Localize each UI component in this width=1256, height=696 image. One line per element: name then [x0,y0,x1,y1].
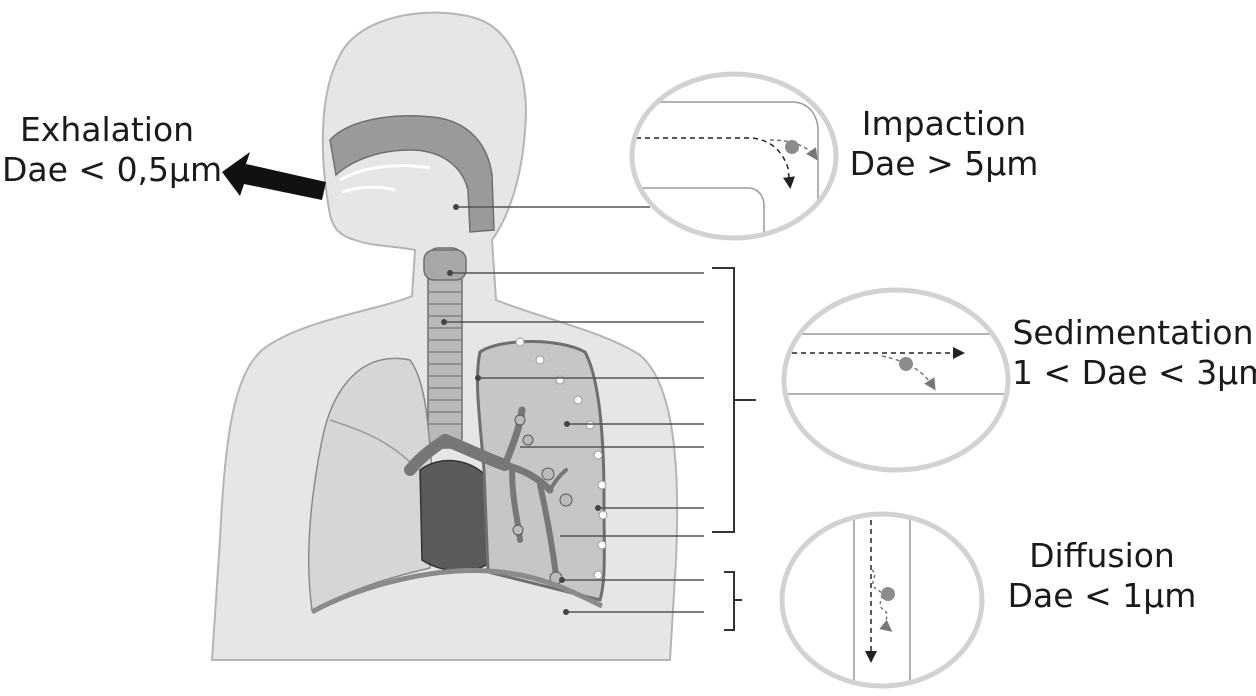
diffusion-condition: Dae < 1µm [1004,576,1200,616]
impaction-inset [632,74,836,240]
bracket-sedimentation [712,268,756,532]
diffusion-inset [782,512,982,690]
impaction-label: Impaction Dae > 5µm [846,104,1042,184]
sedimentation-label: Sedimentation 1 < Dae < 3µm [1012,313,1254,393]
impaction-title: Impaction [846,104,1042,144]
sedimentation-title: Sedimentation [1012,313,1254,353]
exhalation-arrow [222,152,326,200]
diffusion-label: Diffusion Dae < 1µm [1004,536,1200,616]
trachea [424,248,466,448]
diffusion-title: Diffusion [1004,536,1200,576]
lung-left [477,342,604,601]
sedimentation-condition: 1 < Dae < 3µm [1012,353,1254,393]
bracket-diffusion [724,572,742,630]
exhalation-label: Exhalation Dae < 0,5µm [2,110,212,190]
exhalation-title: Exhalation [2,110,212,150]
exhalation-condition: Dae < 0,5µm [2,150,212,190]
sedimentation-inset [784,290,1010,470]
impaction-condition: Dae > 5µm [846,144,1042,184]
